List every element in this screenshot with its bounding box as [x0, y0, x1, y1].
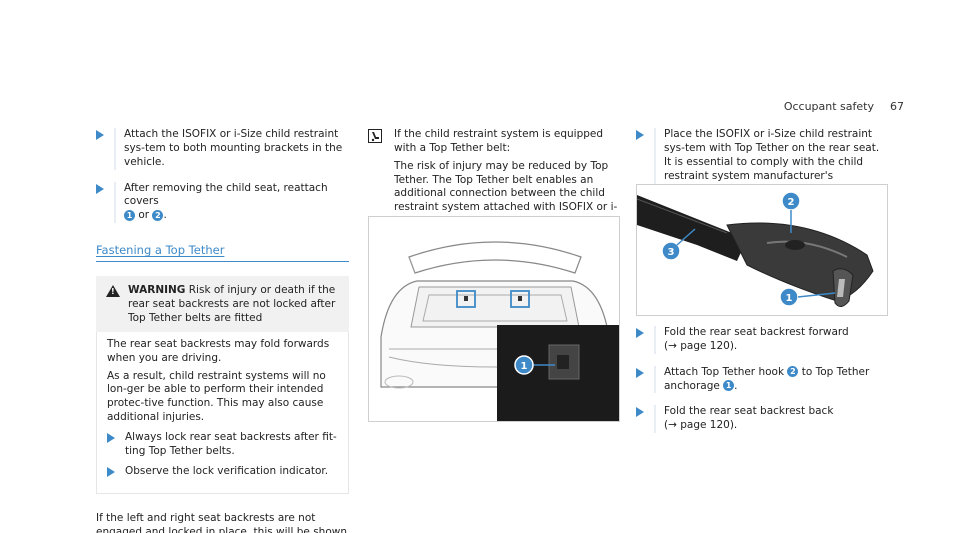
- instruction-step: Fold the rear seat backrest back (→ page…: [636, 405, 889, 434]
- warning-triangle-icon: [106, 285, 120, 298]
- instruction-step: Observe the lock verification indicator.: [107, 465, 338, 479]
- top-tether-photo: 2 3 1: [636, 184, 888, 316]
- warning-paragraph: The rear seat backrests may fold forward…: [107, 337, 330, 364]
- step-arrow-icon: [107, 466, 115, 477]
- step-text: Place the ISOFIX or i-Size child restrai…: [654, 128, 889, 198]
- step-arrow-icon: [96, 183, 104, 194]
- step-text: Fold the rear seat backrest back (→ page…: [654, 405, 889, 434]
- callout-number: 3: [668, 247, 675, 258]
- callout-badge: 1: [723, 380, 735, 392]
- instruction-step: Always lock rear seat backrests after fi…: [107, 431, 338, 459]
- warning-body: The rear seat backrests may fold forward…: [96, 331, 349, 494]
- step-text: Always lock rear seat backrests after fi…: [125, 431, 337, 457]
- body-paragraph: If the left and right seat backrests are…: [96, 511, 347, 533]
- callout-number: 2: [788, 197, 795, 208]
- page-number: 67: [890, 100, 904, 113]
- page-reference[interactable]: (→ page 120).: [664, 419, 738, 432]
- instruction-step: After removing the child seat, reattach …: [96, 181, 349, 224]
- step-text: Attach Top Tether hook 2 to Top Tether a…: [654, 365, 889, 394]
- step-text-part: to Top Tether anchorage: [664, 365, 870, 392]
- step-text-part: Fold the rear seat backrest back: [664, 405, 834, 418]
- step-text: After removing the child seat, reattach …: [114, 181, 349, 224]
- step-arrow-icon: [636, 407, 644, 418]
- child-seat-icon: [368, 129, 382, 143]
- step-text: Fold the rear seat backrest forward (→ p…: [654, 326, 889, 354]
- step-text: Observe the lock verification indicator.: [125, 464, 329, 477]
- callout-badge: 1: [124, 209, 135, 221]
- instruction-step: Attach Top Tether hook 2 to Top Tether a…: [636, 365, 889, 394]
- step-arrow-icon: [636, 130, 644, 140]
- steps-after-photo: Fold the rear seat backrest forward (→ p…: [636, 326, 889, 445]
- instruction-step: Attach the ISOFIX or i-Size child restra…: [96, 128, 349, 170]
- step-arrow-icon: [636, 367, 644, 378]
- section-heading: Fastening a Top Tether: [96, 243, 349, 263]
- section-name: Occupant safety: [783, 100, 874, 113]
- instruction-step: Place the ISOFIX or i-Size child restrai…: [636, 128, 889, 198]
- step-text-part: Attach Top Tether hook: [664, 365, 785, 378]
- tether-drawing: 2 3 1: [637, 185, 887, 315]
- step-arrow-icon: [107, 433, 115, 444]
- step-text-part: .: [734, 379, 738, 392]
- warning-heading-text: Risk of injury or death if the rear seat…: [128, 284, 336, 325]
- column-middle: If the child restraint system is equippe…: [368, 128, 621, 422]
- warning-box: WARNING Risk of injury or death if the r…: [96, 276, 349, 494]
- warning-paragraph: As a result, child restraint systems wil…: [107, 369, 326, 424]
- instruction-step: Fold the rear seat backrest forward (→ p…: [636, 326, 889, 354]
- step-text: Attach the ISOFIX or i-Size child restra…: [114, 128, 349, 170]
- page-reference[interactable]: (→ page 120).: [664, 339, 738, 352]
- step-text-part: or: [138, 209, 150, 222]
- info-text: If the child restraint system is equippe…: [394, 128, 621, 229]
- warning-header: WARNING Risk of injury or death if the r…: [96, 276, 349, 332]
- callout-number: 1: [521, 361, 528, 372]
- callout-badge: 2: [787, 366, 799, 378]
- column-left: Attach the ISOFIX or i-Size child restra…: [96, 128, 349, 533]
- callout-badge: 2: [152, 209, 164, 221]
- page-header: Occupant safety 67: [784, 100, 904, 115]
- step-text-part: After removing the child seat, reattach …: [124, 181, 328, 208]
- column-right: Place the ISOFIX or i-Size child restrai…: [636, 128, 889, 434]
- info-paragraph: If the child restraint system is equippe…: [394, 128, 604, 154]
- step-arrow-icon: [96, 130, 104, 140]
- callout-number: 1: [786, 293, 793, 304]
- warning-label: WARNING: [128, 284, 186, 297]
- step-text-part: Fold the rear seat backrest forward: [664, 326, 849, 338]
- step-arrow-icon: [636, 328, 644, 338]
- car-rear-drawing: 1: [369, 217, 619, 421]
- step-text-part: .: [163, 209, 167, 222]
- warning-heading: WARNING Risk of injury or death if the r…: [128, 284, 339, 326]
- car-trunk-illustration: 1: [368, 216, 620, 422]
- info-block: If the child restraint system is equippe…: [368, 128, 621, 229]
